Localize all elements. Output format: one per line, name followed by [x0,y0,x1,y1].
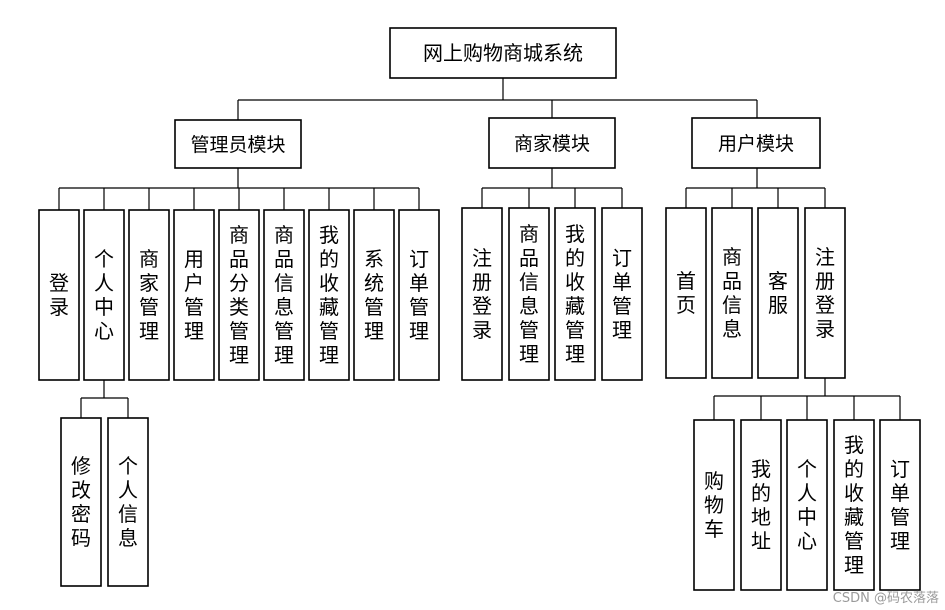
module-box-merchant: 商家模块 [488,117,616,169]
item-box-admin-merchant-mgmt: 商家管理 [128,209,170,381]
item-box-admin-product-info-mgmt-frame [263,209,305,381]
item-box-user-register-login-label: 注册登录 [815,245,835,341]
item-box-cart-frame [693,419,735,591]
item-box-user-personal-center-label: 个人中心 [797,457,817,553]
item-box-my-address-frame [740,419,782,591]
item-box-user-product-info: 商品信息 [711,207,753,379]
item-box-personal-info-label: 个人信息 [118,454,138,550]
item-box-admin-order-mgmt: 订单管理 [398,209,440,381]
module-box-user-frame [691,117,821,169]
item-box-admin-product-info-mgmt-label: 商品信息管理 [274,223,294,367]
item-box-user-favorites-mgmt: 我的收藏管理 [833,419,875,591]
module-box-user-label: 用户模块 [718,133,794,155]
item-box-admin-login-label: 登录 [49,271,69,319]
item-box-user-register-login: 注册登录 [804,207,846,379]
item-box-admin-favorites-mgmt-label: 我的收藏管理 [319,223,339,367]
module-box-user: 用户模块 [691,117,821,169]
item-box-user-order-mgmt: 订单管理 [879,419,921,591]
item-box-merchant-product-info-mgmt-frame [508,207,550,381]
item-box-cart: 购物车 [693,419,735,591]
item-box-admin-merchant-mgmt-label: 商家管理 [139,247,159,343]
item-box-admin-user-mgmt-frame [173,209,215,381]
item-box-admin-order-mgmt-label: 订单管理 [409,247,429,343]
module-box-merchant-frame [488,117,616,169]
item-box-change-password-label: 修改密码 [71,454,91,550]
item-box-user-favorites-mgmt-label: 我的收藏管理 [844,433,864,577]
item-box-merchant-product-info-mgmt: 商品信息管理 [508,207,550,381]
item-box-merchant-order-mgmt: 订单管理 [601,207,643,381]
module-box-admin-label: 管理员模块 [190,134,285,156]
item-box-user-product-info-label: 商品信息 [722,245,742,341]
item-box-merchant-favorites-mgmt-frame [554,207,596,381]
item-box-admin-user-mgmt-label: 用户管理 [184,247,204,343]
item-box-change-password: 修改密码 [60,417,102,587]
item-box-admin-favorites-mgmt: 我的收藏管理 [308,209,350,381]
item-box-my-address: 我的地址 [740,419,782,591]
item-box-admin-merchant-mgmt-frame [128,209,170,381]
item-box-merchant-order-mgmt-frame [601,207,643,381]
root-box: 网上购物商城系统 [389,27,617,79]
item-box-admin-login-frame [38,209,80,381]
item-box-admin-category-mgmt-frame [218,209,260,381]
item-box-merchant-register-login-label: 注册登录 [472,246,492,342]
item-box-user-home-label: 首页 [676,269,696,317]
item-box-merchant-register-login-frame [461,207,503,381]
item-box-cart-label: 购物车 [704,469,724,541]
item-box-user-service: 客服 [757,207,799,379]
module-box-merchant-label: 商家模块 [514,133,590,155]
item-box-merchant-favorites-mgmt: 我的收藏管理 [554,207,596,381]
item-box-personal-info-frame [107,417,149,587]
item-box-personal-info: 个人信息 [107,417,149,587]
item-box-user-service-label: 客服 [768,269,788,317]
item-box-user-personal-center: 个人中心 [786,419,828,591]
module-box-admin: 管理员模块 [174,119,302,169]
item-box-user-order-mgmt-label: 订单管理 [890,457,910,553]
csdn-watermark: CSDN @码农落落 [832,591,939,606]
item-box-admin-system-mgmt-label: 系统管理 [364,247,384,343]
item-box-user-home: 首页 [665,207,707,379]
item-box-merchant-register-login: 注册登录 [461,207,503,381]
item-box-user-home-frame [665,207,707,379]
root-box-label: 网上购物商城系统 [423,41,583,65]
item-box-user-order-mgmt-frame [879,419,921,591]
item-box-admin-system-mgmt: 系统管理 [353,209,395,381]
item-box-user-personal-center-frame [786,419,828,591]
root-box-frame [389,27,617,79]
item-box-change-password-frame [60,417,102,587]
item-box-merchant-order-mgmt-label: 订单管理 [612,246,632,342]
item-box-user-product-info-frame [711,207,753,379]
item-box-admin-product-info-mgmt: 商品信息管理 [263,209,305,381]
item-box-admin-order-mgmt-frame [398,209,440,381]
item-box-merchant-favorites-mgmt-label: 我的收藏管理 [565,222,585,366]
item-box-admin-login: 登录 [38,209,80,381]
item-box-admin-system-mgmt-frame [353,209,395,381]
item-box-admin-category-mgmt: 商品分类管理 [218,209,260,381]
item-box-admin-category-mgmt-label: 商品分类管理 [229,223,249,367]
item-box-admin-favorites-mgmt-frame [308,209,350,381]
item-box-user-service-frame [757,207,799,379]
item-box-admin-personal: 个人中心 [83,209,125,381]
item-box-my-address-label: 我的地址 [751,457,771,553]
item-box-merchant-product-info-mgmt-label: 商品信息管理 [519,222,539,366]
item-box-admin-user-mgmt: 用户管理 [173,209,215,381]
item-box-admin-personal-label: 个人中心 [94,247,114,343]
item-box-user-favorites-mgmt-frame [833,419,875,591]
